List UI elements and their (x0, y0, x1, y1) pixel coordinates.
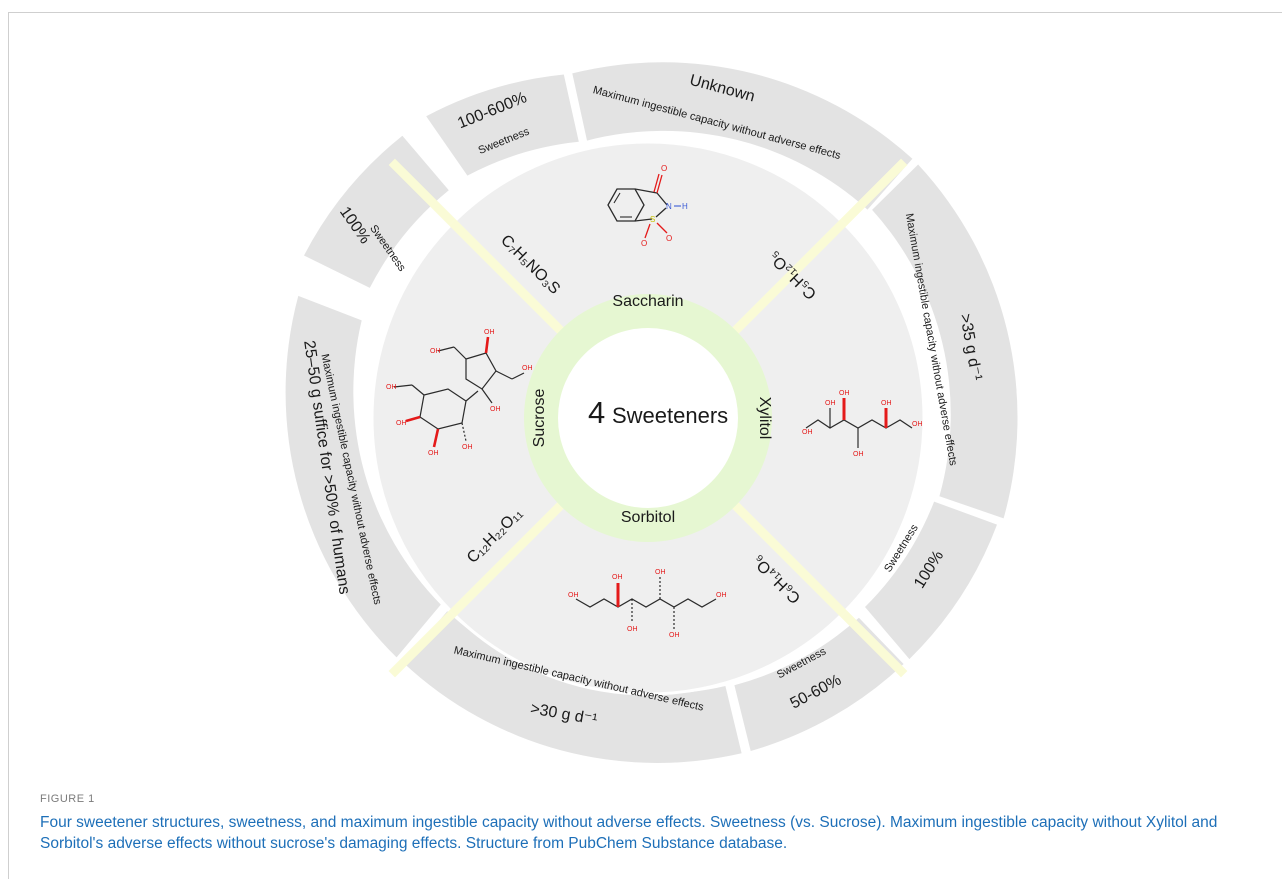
xylitol-structure: OH OH OH OH OH OH (802, 390, 923, 458)
sucrose-oh-label: OH (484, 329, 495, 336)
sorbitol-oh-label: OH (627, 626, 638, 633)
sucrose-oh-label: OH (430, 348, 441, 355)
name-xylitol: Xylitol (756, 397, 773, 440)
saccharin-sulfonyl-oxygen: O (641, 239, 647, 248)
xylitol-oh-label: OH (853, 451, 864, 458)
saccharin-sulfur: S (650, 215, 655, 224)
yellow-dividers (388, 158, 908, 678)
sorbitol-oh-label: OH (716, 592, 727, 599)
figure-label: FIGURE 1 (40, 793, 95, 805)
sorbitol-oh-label: OH (655, 569, 666, 576)
outer-segment-sucrose-capacity (285, 295, 441, 658)
sucrose-side-chain (511, 372, 525, 380)
saccharin-benzene-ring (607, 188, 645, 222)
saccharin-sulfonyl-bond (656, 222, 668, 234)
sucrose-oh-label: OH (386, 384, 397, 391)
figure-frame (8, 12, 1282, 879)
saccharin-carbonyl-bond (653, 173, 660, 193)
sucrose-hydroxyl-bond (484, 336, 490, 354)
xylitol-oh-label: OH (802, 429, 813, 436)
center-number: 4 (588, 395, 605, 430)
outer-segment-xylitol-capacity (872, 164, 1018, 519)
outer-segment-saccharin-capacity (572, 62, 913, 210)
sorbitol-structure: OH OH OH OH OH OH (568, 569, 727, 639)
sucrose-side-chain (411, 384, 425, 396)
saccharin-nh-hydrogen: H (682, 202, 688, 211)
saccharin-nitrogen: N (666, 202, 672, 211)
sucrose-hydroxyl-bond (461, 422, 467, 442)
sucrose-oh-label: OH (462, 444, 473, 451)
sucrose-structure: OH OH OH OH OH OH OH OH (386, 329, 533, 457)
sucrose-oh-label: OH (396, 420, 407, 427)
sucrose-fructose-ring (465, 352, 497, 390)
sucrose-side-chain (393, 384, 413, 388)
sucrose-hydroxyl-bond (481, 388, 493, 404)
sorbitol-oh-label: OH (669, 632, 680, 639)
outer-segment-sucrose-sweetness (304, 135, 449, 288)
sucrose-hydroxyl-bond (432, 428, 440, 448)
center-label: Sweeteners (612, 403, 728, 428)
xylitol-oh-label: OH (881, 400, 892, 407)
saccharin-ring-bond (634, 188, 658, 194)
saccharin-aromatic-bond (613, 192, 621, 204)
saccharin-structure: O N H S O O (607, 164, 688, 248)
saccharin-ring-bond (656, 192, 668, 206)
sucrose-side-chain (495, 370, 513, 380)
saccharin-ring-bond (655, 207, 667, 218)
outer-segment-sorbitol-capacity (403, 611, 742, 763)
saccharin-sulfonyl-bond (644, 223, 651, 239)
sucrose-oh-label: OH (428, 450, 439, 457)
outer-segment-sorbitol-sweetness (734, 617, 904, 751)
saccharin-sulfonyl-oxygen: O (666, 234, 672, 243)
outer-segment-saccharin-sweetness (426, 74, 579, 176)
figure-caption: Four sweetener structures, sweetness, an… (40, 814, 1218, 852)
sweetener-wheel-diagram: 4 Sweeteners Saccharin Sorbitol Xylitol … (285, 62, 1018, 763)
outer-segment-xylitol-sweetness (865, 501, 997, 660)
sorbitol-oh-label: OH (612, 574, 623, 581)
sucrose-oh-label: OH (522, 365, 533, 372)
name-sorbitol: Sorbitol (621, 509, 675, 526)
sorbitol-carbon-chain (575, 598, 717, 608)
sucrose-glycosidic-bond (465, 390, 479, 402)
center-circle (558, 328, 738, 508)
name-saccharin: Saccharin (612, 293, 683, 310)
sucrose-hydroxyl-bond (405, 415, 421, 423)
sucrose-oh-label: OH (490, 406, 501, 413)
sucrose-side-chain (437, 346, 455, 352)
outer-ring (285, 62, 1018, 763)
xylitol-oh-label: OH (839, 390, 850, 397)
sorbitol-oh-label: OH (568, 592, 579, 599)
xylitol-oh-label: OH (825, 400, 836, 407)
saccharin-carbonyl-oxygen: O (661, 164, 667, 173)
sucrose-side-chain (453, 346, 467, 360)
saccharin-ring-bond (634, 218, 653, 222)
xylitol-oh-label: OH (912, 421, 923, 428)
saccharin-carbonyl-bond (656, 174, 663, 194)
name-sucrose: Sucrose (531, 389, 548, 448)
